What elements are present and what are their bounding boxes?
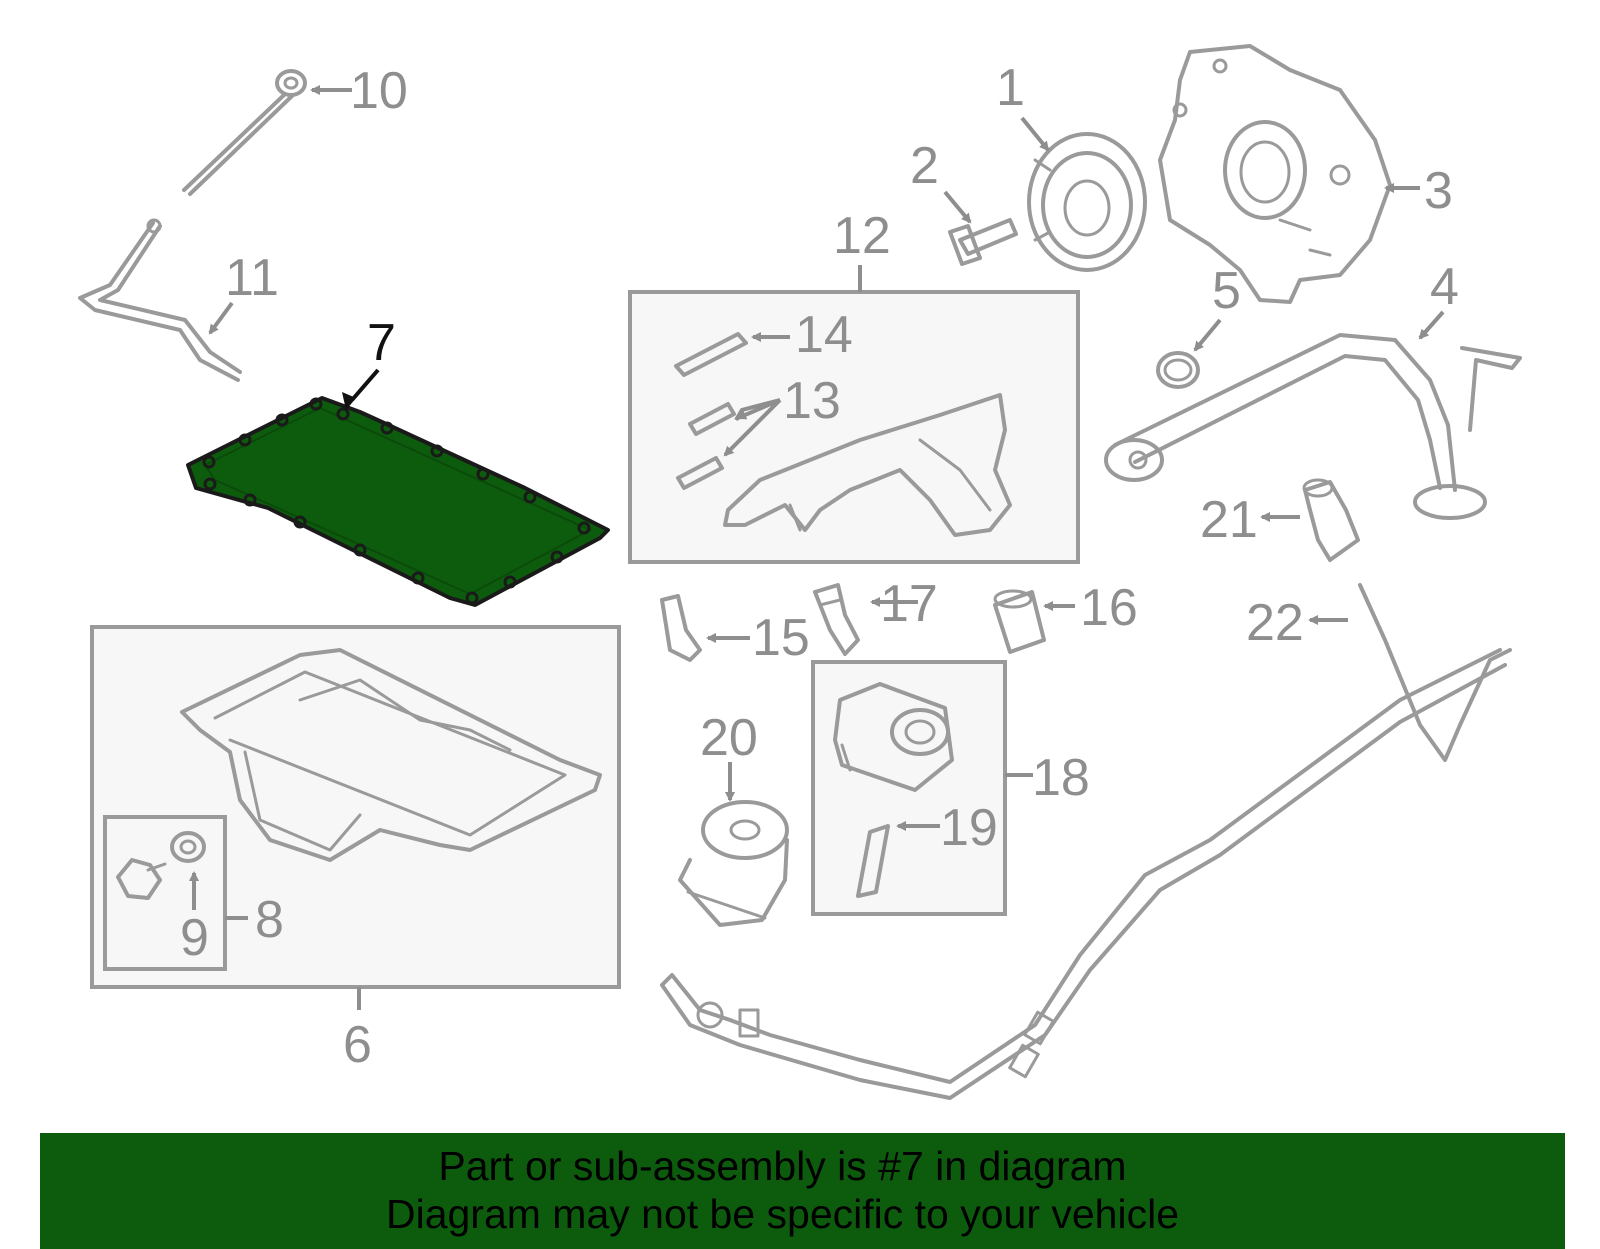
- part-14-seal: [674, 332, 748, 377]
- part-7-oil-pan-gasket: [186, 396, 610, 607]
- callout-15: 15: [752, 609, 810, 667]
- callout-labels: 10 11 1 2 3 4 5 12 14 13 7 21 22 15 17 1…: [180, 59, 1459, 1074]
- callout-20: 20: [700, 709, 758, 767]
- callout-11: 11: [225, 249, 279, 307]
- callout-4: 4: [1430, 258, 1459, 316]
- callout-19: 19: [940, 799, 998, 857]
- box-12-valve-assembly: [628, 290, 1080, 564]
- info-banner: Part or sub-assembly is #7 in diagram Di…: [40, 1133, 1565, 1249]
- part-12-valve-body: [723, 393, 1012, 537]
- callout-17: 17: [880, 575, 938, 633]
- callout-3: 3: [1424, 162, 1453, 220]
- part-18-oil-cooler: [833, 682, 954, 792]
- leader-arrows: [189, 85, 1445, 1010]
- part-2-bolt: [948, 218, 1018, 266]
- callout-18: 18: [1032, 749, 1090, 807]
- callout-2: 2: [910, 137, 939, 195]
- part-19-tube: [856, 824, 890, 898]
- callout-5: 5: [1212, 262, 1241, 320]
- banner-line-1: Part or sub-assembly is #7 in diagram: [438, 1143, 1127, 1189]
- part-13-seals: [676, 402, 736, 490]
- callout-9: 9: [180, 909, 209, 967]
- part-16-plug: [993, 589, 1046, 654]
- part-17-pressure-switch: [813, 583, 860, 656]
- callout-6: 6: [343, 1016, 372, 1074]
- callout-21: 21: [1200, 491, 1258, 549]
- part-9-washer: [170, 831, 206, 863]
- callout-13: 13: [783, 372, 841, 430]
- callout-1: 1: [996, 59, 1025, 117]
- part-21-sensor: [1302, 478, 1360, 562]
- callout-14: 14: [795, 306, 853, 364]
- part-11-dipstick-tube: [78, 218, 242, 382]
- callout-8: 8: [255, 891, 284, 949]
- part-10-dipstick: [182, 69, 307, 196]
- part-3-oil-pump: [1158, 44, 1392, 304]
- part-8-drain-plug: [116, 858, 167, 900]
- part-1-crank-pulley: [1027, 132, 1147, 272]
- part-20-oil-filter: [678, 800, 789, 927]
- banner-line-2: Diagram may not be specific to your vehi…: [385, 1191, 1179, 1237]
- part-22-wiring-harness: [660, 583, 1512, 1100]
- part-15-sensor: [660, 594, 702, 662]
- part-6-oil-pan: [180, 648, 602, 862]
- callout-16: 16: [1080, 579, 1138, 637]
- callout-10: 10: [350, 62, 408, 120]
- callout-12: 12: [833, 207, 891, 265]
- callout-22: 22: [1246, 594, 1304, 652]
- part-4-oil-pickup-tube: [1104, 333, 1522, 520]
- part-5-o-ring: [1156, 351, 1200, 389]
- callout-7: 7: [367, 314, 396, 372]
